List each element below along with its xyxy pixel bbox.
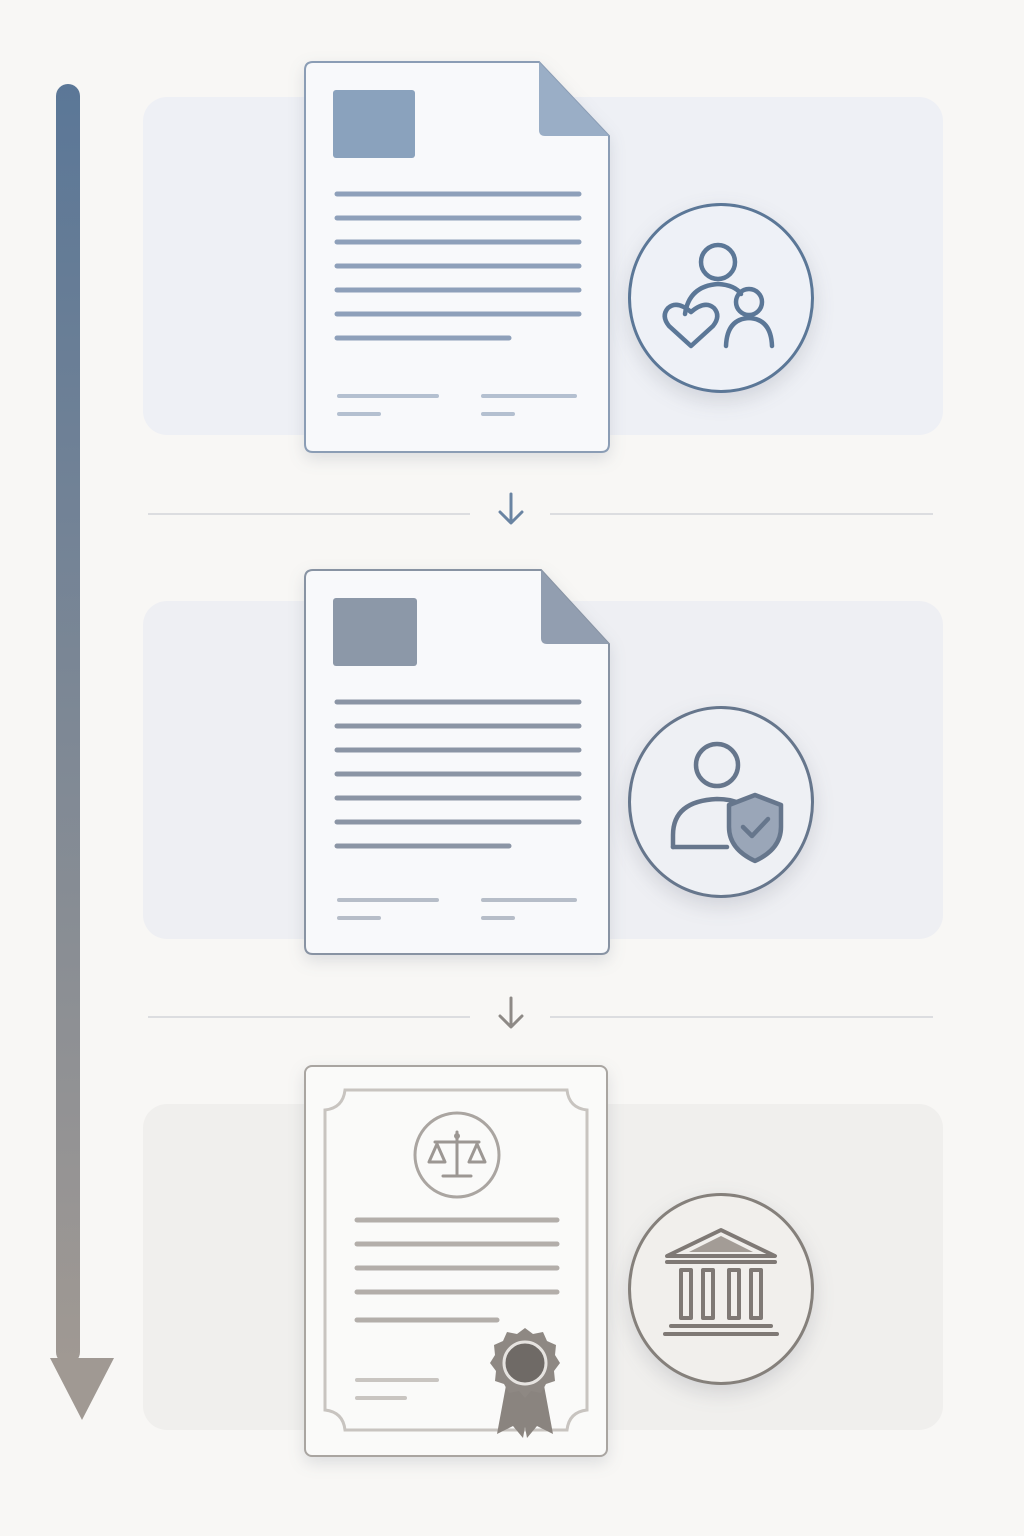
connector-2-divider-right <box>550 1016 933 1018</box>
flow-direction-arrow <box>50 84 114 1420</box>
connector-1-down-arrow-icon <box>498 492 524 525</box>
connector-1-divider-right <box>550 513 933 515</box>
connector-2-down-arrow-icon <box>498 996 524 1029</box>
scales-of-justice-icon <box>413 1111 501 1199</box>
step-1-form-document <box>304 61 610 453</box>
step-3-badge <box>628 1193 814 1385</box>
connector-2-divider-left <box>148 1016 470 1018</box>
step-2-form-document <box>304 569 610 955</box>
person-shield-check-icon <box>670 741 784 864</box>
step-1-badge <box>628 203 814 393</box>
parent-child-heart-icon <box>662 242 775 349</box>
courthouse-icon <box>663 1228 779 1336</box>
step-2-badge <box>628 706 814 898</box>
connector-1-divider-left <box>148 513 470 515</box>
step-3-certificate-document <box>304 1065 608 1457</box>
award-seal-icon <box>490 1328 560 1438</box>
